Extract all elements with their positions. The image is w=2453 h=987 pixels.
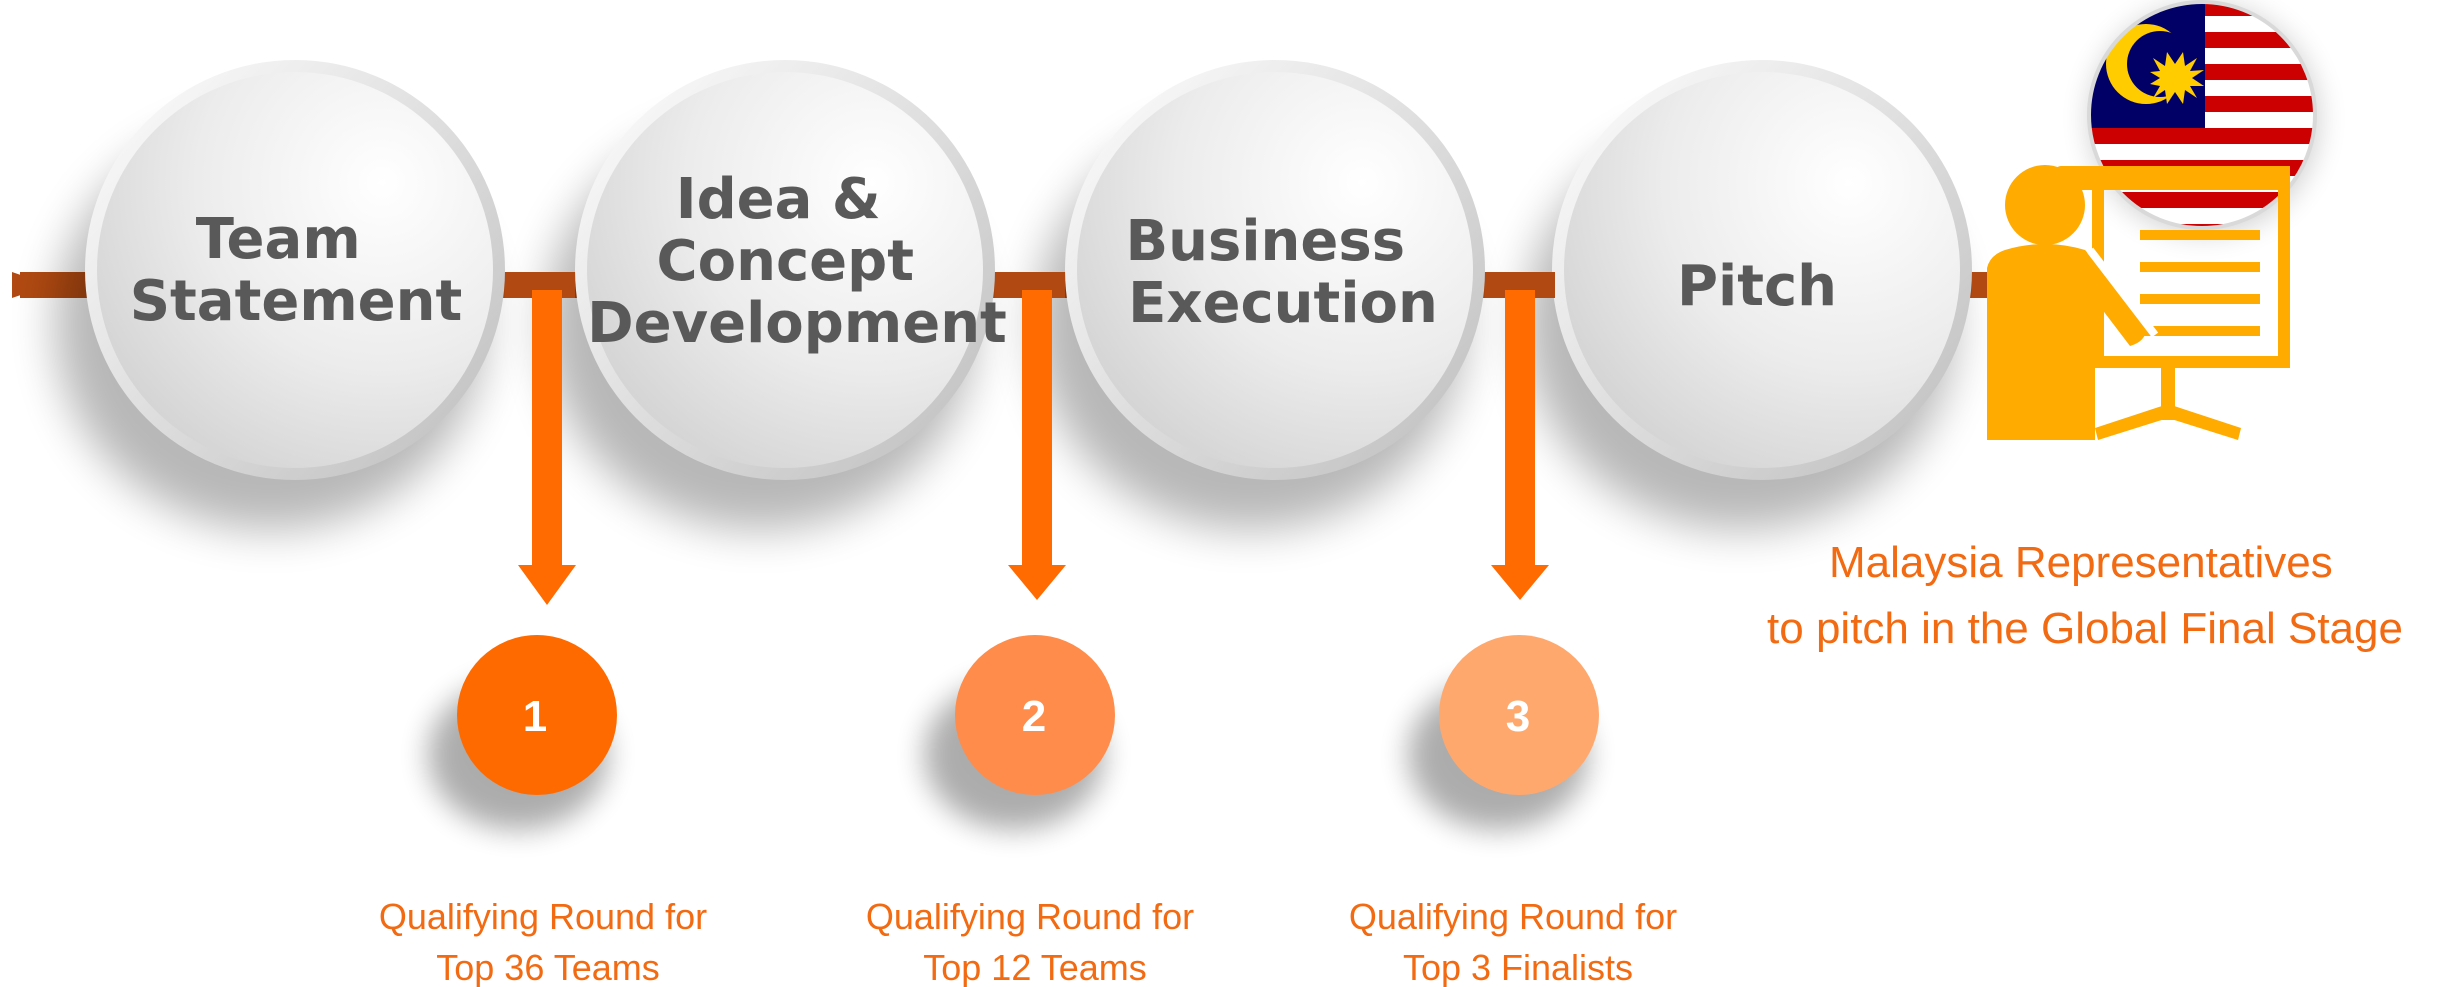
down-arrows (518, 290, 1549, 605)
timeline-start-notch (12, 272, 50, 298)
step-markers: 1 2 3 (428, 635, 1599, 830)
stage-disc (587, 72, 983, 468)
step-number: 3 (1506, 692, 1530, 741)
stage-circle-2: Idea & Concept Development (545, 60, 1007, 530)
caption-line: Qualifying Round for (379, 896, 707, 937)
step-marker-1: 1 (428, 635, 617, 830)
step-circle (955, 635, 1115, 795)
step-circle (457, 635, 617, 795)
svg-text:Pitch: Pitch (1677, 254, 1837, 319)
stage-label-line: Development (587, 291, 1007, 356)
stage-label-line: Statement (130, 269, 463, 334)
caption-line: Top 12 Teams (923, 947, 1146, 987)
stage-disc (1564, 72, 1960, 468)
step-captions: Qualifying Round for Top 36 Teams Qualif… (379, 896, 1687, 987)
step-number: 1 (523, 692, 547, 741)
svg-text:Business Execution: Business Execution (1125, 209, 1437, 336)
step-caption-2: Qualifying Round for Top 12 Teams (866, 896, 1204, 987)
stage-circle-4: Pitch (1525, 60, 1972, 530)
step-marker-3: 3 (1408, 635, 1599, 830)
caption-line: Qualifying Round for (1349, 896, 1677, 937)
stage-label-line: Concept (657, 229, 914, 294)
step-circle (1439, 635, 1599, 795)
caption-line: Qualifying Round for (866, 896, 1194, 937)
stage-disc (97, 72, 493, 468)
svg-text:Idea & Concept: Idea & Concept Development (587, 167, 1007, 356)
caption-line: to pitch in the Global Final Stage (1767, 604, 2403, 653)
step-caption-3: Qualifying Round for Top 3 Finalists (1349, 896, 1687, 987)
stage-label-line: Execution (1128, 271, 1438, 336)
presenter-head (2005, 165, 2085, 245)
stage-label-line: Team (196, 207, 361, 272)
caption-line: Top 3 Finalists (1403, 947, 1633, 987)
stage-circles: Team Statement Idea & Concept Developmen… (55, 60, 1972, 530)
step-number: 2 (1022, 692, 1046, 741)
stage-label-line: Idea & (676, 167, 881, 232)
stage-disc (1077, 72, 1473, 468)
down-arrow-2 (1008, 290, 1066, 600)
caption-line: Top 36 Teams (436, 947, 659, 987)
svg-text:Team Statement: Team Statement (130, 207, 463, 334)
caption-line: Malaysia Representatives (1829, 538, 2333, 587)
step-caption-1: Qualifying Round for Top 36 Teams (379, 896, 717, 987)
down-arrow-1 (518, 290, 576, 605)
final-caption: Malaysia Representatives to pitch in the… (1767, 538, 2403, 653)
down-arrow-3 (1491, 290, 1549, 600)
stage-circle-1: Team Statement (55, 60, 505, 530)
stage-label-line: Business (1125, 209, 1405, 274)
stage-circle-3: Business Execution (1035, 60, 1485, 530)
step-marker-2: 2 (924, 635, 1115, 830)
stage-label-line: Pitch (1677, 254, 1837, 319)
presenter-body (1987, 244, 2146, 440)
presenter-icon (1987, 165, 2290, 440)
